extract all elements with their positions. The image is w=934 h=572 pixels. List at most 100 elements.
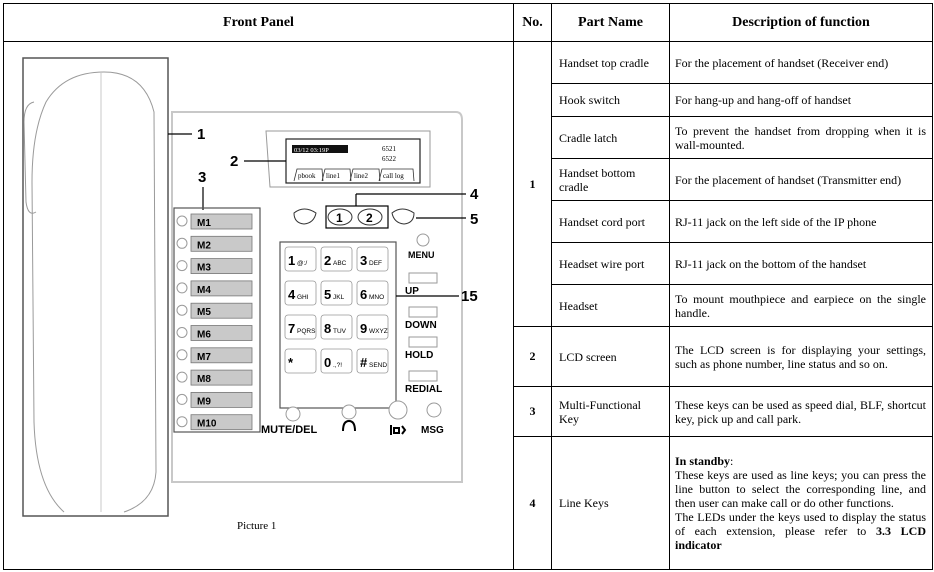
part-description: For the placement of handset (Receiver e… <box>669 41 933 84</box>
part-name: Hook switch <box>551 83 670 117</box>
speaker-icon <box>390 425 407 435</box>
part-description: The LCD screen is for displaying your se… <box>669 326 933 387</box>
memory-keys-frame <box>173 207 261 433</box>
memory-key <box>190 213 253 230</box>
nav-key-1 <box>327 208 353 226</box>
menu-led <box>416 233 430 247</box>
keypad-key <box>284 348 317 374</box>
keypad-letters-6: MNO <box>369 294 384 301</box>
keypad-digit-5: 5 <box>324 287 331 302</box>
keypad-key <box>320 246 353 272</box>
memory-key-m6: M6 <box>197 330 211 341</box>
keypad-digit-4: 4 <box>288 287 296 302</box>
part-description: For the placement of handset (Transmitte… <box>669 158 933 201</box>
keypad-key <box>356 314 389 340</box>
lcd-date-bar <box>292 145 348 153</box>
nav-key-right <box>391 208 415 225</box>
keypad-letters-7: PQRS <box>297 328 316 335</box>
table-row: Hook switch For hang-up and hang-off of … <box>4 83 933 117</box>
part-description: RJ-11 jack on the left side of the IP ph… <box>669 200 933 243</box>
keypad-key <box>284 246 317 272</box>
memory-key <box>190 391 253 408</box>
part-description: For hang-up and hang-off of handset <box>669 83 933 117</box>
part-name: Multi-Functional Key <box>551 386 670 437</box>
keypad-digit-6: 6 <box>360 287 367 302</box>
nav-key-frame <box>325 205 389 229</box>
memory-key-m9: M9 <box>197 396 211 407</box>
header-description: Description of function <box>669 3 933 42</box>
handset-outline-right <box>103 71 157 513</box>
keypad-key <box>356 246 389 272</box>
part-name: Line Keys <box>551 436 670 570</box>
memory-key-led <box>176 282 188 294</box>
keypad-digit-1: 1 <box>288 253 295 268</box>
side-key <box>408 272 438 284</box>
standby-label: In standby <box>675 454 731 468</box>
keypad-digit-7: 7 <box>288 321 295 336</box>
side-label-menu: MENU <box>408 250 435 260</box>
memory-key-m7: M7 <box>197 352 211 363</box>
keypad-letters-12: SEND <box>369 362 387 369</box>
header-part-name: Part Name <box>551 3 670 42</box>
side-label-hold: HOLD <box>405 350 433 361</box>
nav-key-left <box>293 208 317 225</box>
header-front-panel: Front Panel <box>3 3 514 42</box>
keypad-letters-2: ABC <box>333 260 347 267</box>
memory-key <box>190 302 253 319</box>
lcd-softkey-tab <box>321 168 352 182</box>
memory-key-m4: M4 <box>197 285 211 296</box>
lcd-softkey-call-log: call log <box>383 172 404 180</box>
lcd-ext-1: 6521 <box>382 145 397 153</box>
msg-label: MSG <box>421 425 444 436</box>
lcd-indicator-reference: 3.3 LCD indicator <box>675 524 926 552</box>
nav-key-2-label: 2 <box>366 211 373 225</box>
memory-key-led <box>176 237 188 249</box>
line-keys-desc-2: The LEDs under the keys used to display … <box>675 510 926 538</box>
mute-key <box>285 406 301 422</box>
memory-key-led <box>176 371 188 383</box>
part-name: Cradle latch <box>551 116 670 159</box>
memory-key-m3: M3 <box>197 263 211 274</box>
part-name: Headset <box>551 284 670 327</box>
memory-key <box>190 235 253 252</box>
front-panel-table: Front Panel No. Part Name Description of… <box>3 3 933 570</box>
keypad-letters-9: WXYZ <box>369 328 388 335</box>
part-description: RJ-11 jack on the bottom of the handset <box>669 242 933 285</box>
callout-2: 2 <box>230 153 238 170</box>
part-name: LCD screen <box>551 326 670 387</box>
callout-1: 1 <box>197 126 205 143</box>
memory-key-led <box>176 393 188 405</box>
part-group-number: 1 <box>513 41 552 327</box>
handset-outline-left <box>31 71 105 513</box>
memory-key <box>190 258 253 275</box>
memory-key <box>190 325 253 341</box>
callout-5: 5 <box>470 211 478 228</box>
part-number: 3 <box>513 386 552 437</box>
table-row: 4 Line Keys In standby:These keys are us… <box>4 436 933 570</box>
memory-key-led <box>176 215 188 227</box>
table-row: Headset wire port RJ-11 jack on the bott… <box>4 242 933 285</box>
line-keys-desc-1: These keys are used as line keys; you ca… <box>675 468 926 510</box>
memory-key <box>190 414 253 431</box>
part-name: Handset bottom cradle <box>551 158 670 201</box>
keypad-digit-9: 9 <box>360 321 367 336</box>
side-key <box>408 370 438 382</box>
table-row: Handset cord port RJ-11 jack on the left… <box>4 200 933 243</box>
keypad-digit-11: 0 <box>324 355 331 370</box>
keypad-key <box>356 348 389 374</box>
memory-key <box>190 369 253 386</box>
standby-colon: : <box>730 454 734 468</box>
lcd-softkey-line2: line2 <box>354 172 368 180</box>
part-name: Handset top cradle <box>551 41 670 84</box>
speaker-key <box>388 400 408 420</box>
side-label-redial: REDIAL <box>405 384 442 395</box>
keypad-letters-8: TUV <box>333 328 347 335</box>
lcd-ext-2: 6522 <box>382 155 397 163</box>
msg-key <box>426 402 442 418</box>
part-description: To mount mouthpiece and earpiece on the … <box>669 284 933 327</box>
header-no: No. <box>513 3 552 42</box>
